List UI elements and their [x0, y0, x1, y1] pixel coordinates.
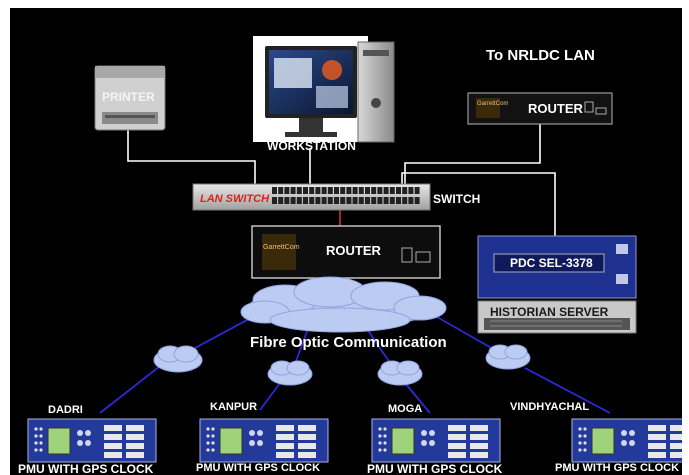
pmu-device-icon [199, 418, 329, 463]
link-cloud-vindh-b [524, 367, 611, 414]
pmu-caption: PMU WITH GPS CLOCK [18, 462, 154, 475]
switch-port [402, 197, 408, 204]
router-mid-brand: GarrettCom [263, 244, 300, 251]
router-top-cable [404, 124, 541, 184]
cloud-small-kanpur [267, 360, 313, 386]
switch-port [414, 197, 420, 204]
switch-port [383, 187, 389, 194]
switch-port [383, 197, 389, 204]
link-cloud-moga-a [364, 325, 391, 364]
switch-port [340, 187, 346, 194]
pdc-label: PDC SEL-3378 [510, 256, 593, 270]
workstation-icon [253, 36, 395, 143]
switch-port [358, 197, 364, 204]
switch-port [309, 197, 315, 204]
switch-port [290, 187, 296, 194]
link-cloud-moga-b [404, 382, 431, 414]
switch-port [377, 187, 383, 194]
switch-port [315, 187, 321, 194]
switch-port [408, 187, 414, 194]
pmu-site-label: VINDHYACHAL [510, 401, 590, 413]
network-diagram: PRINTER WORKSTATION To NRLDC LAN Garrett… [10, 8, 682, 475]
pmu-caption: PMU WITH GPS CLOCK [196, 462, 321, 474]
lan-switch-icon [192, 183, 431, 211]
fibre-label: Fibre Optic Communication [250, 334, 447, 351]
cloud-small-moga [377, 360, 423, 386]
switch-port [334, 187, 339, 194]
switch-port [296, 197, 302, 204]
switch-port [284, 197, 290, 204]
switch-port [278, 197, 284, 204]
printer-icon [94, 65, 166, 131]
workstation-label: WORKSTATION [267, 139, 356, 153]
diagram-canvas [27, 36, 682, 463]
pdc-cable [401, 172, 556, 236]
switch-port [371, 187, 377, 194]
pmu-device-icon [27, 418, 157, 463]
switch-port [309, 187, 315, 194]
switch-port [365, 197, 370, 204]
printer-label: PRINTER [102, 90, 155, 104]
switch-port [321, 197, 327, 204]
router-top-label: ROUTER [528, 101, 583, 116]
switch-port [278, 187, 284, 194]
router-top-brand: GarrettCom [477, 101, 509, 107]
lan-switch-label: LAN SWITCH [200, 193, 270, 205]
pmu-caption: PMU WITH GPS CLOCK [367, 462, 503, 475]
switch-port [365, 187, 370, 194]
pmu-site-label: MOGA [388, 403, 423, 415]
link-cloud-kanpur-b [259, 382, 281, 411]
switch-port [396, 187, 401, 194]
switch-label: SWITCH [433, 192, 481, 206]
switch-port [414, 187, 420, 194]
switch-port [377, 197, 383, 204]
switch-ports [272, 187, 420, 204]
switch-port [396, 197, 401, 204]
historian-label: HISTORIAN SERVER [490, 305, 609, 319]
switch-port [303, 197, 308, 204]
switch-port [389, 187, 395, 194]
switch-port [352, 187, 358, 194]
switch-port [296, 187, 302, 194]
switch-port [290, 197, 296, 204]
cloud-small-vindh [485, 344, 531, 370]
switch-port [340, 197, 346, 204]
printer-cable [127, 130, 256, 184]
pmu-caption: PMU WITH GPS CLOCK [555, 462, 680, 474]
switch-port [272, 187, 277, 194]
cloud-small-dadri [153, 345, 203, 373]
pmu-device-icon [571, 418, 682, 463]
switch-port [346, 197, 352, 204]
switch-port [303, 187, 308, 194]
router-mid-label: ROUTER [326, 243, 381, 258]
switch-port [327, 187, 333, 194]
link-cloud-vindh-a [429, 312, 496, 351]
pmu-site-label: KANPUR [210, 401, 258, 413]
switch-port [371, 197, 377, 204]
link-cloud-dadri-b [99, 365, 161, 414]
switch-port [284, 187, 290, 194]
switch-port [408, 197, 414, 204]
pmu-site-label: DADRI [48, 404, 83, 416]
router-top-icon [467, 92, 613, 125]
switch-port [352, 197, 358, 204]
switch-port [358, 187, 364, 194]
pmu-device-icon [371, 418, 501, 463]
switch-port [389, 197, 395, 204]
router-mid-icon [251, 225, 441, 279]
switch-port [346, 187, 352, 194]
switch-port [315, 197, 321, 204]
switch-port [321, 187, 327, 194]
historian-server-icon [477, 300, 637, 334]
pmu-panels [27, 418, 682, 463]
pdc-icon [477, 235, 637, 299]
cloud-central [240, 276, 447, 333]
switch-port [402, 187, 408, 194]
switch-port [334, 197, 339, 204]
switch-port [272, 197, 277, 204]
nrldc-lan-label: To NRLDC LAN [486, 47, 595, 64]
switch-port [327, 197, 333, 204]
